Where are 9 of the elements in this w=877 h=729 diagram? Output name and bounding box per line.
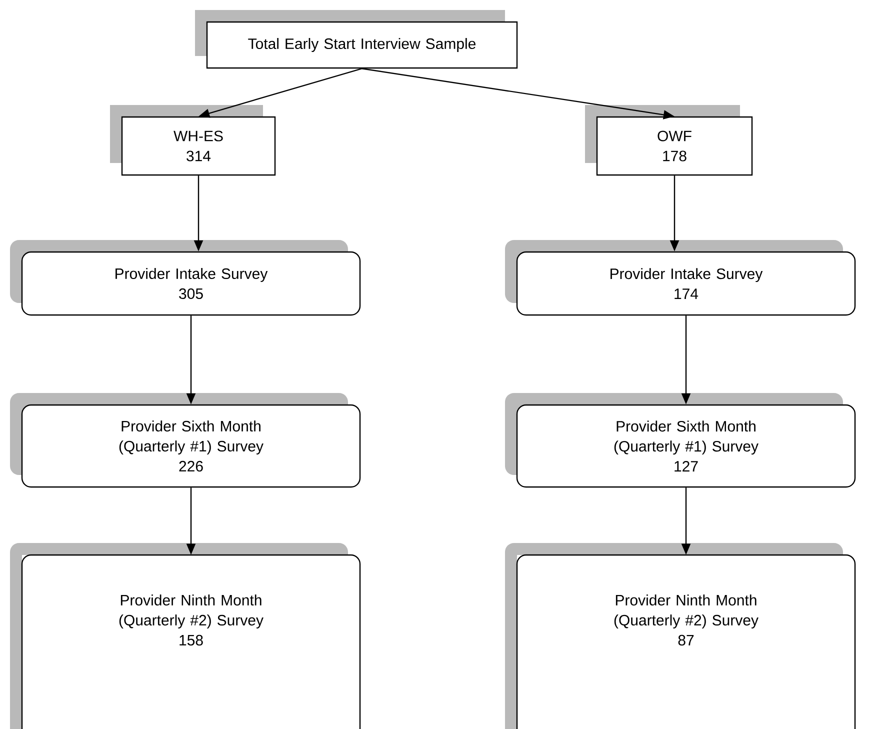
process-box: Provider Sixth Month (Quarterly #1) Survey 226 <box>10 393 361 488</box>
process-box: WH-ES 314 <box>110 105 276 176</box>
process-box: Provider Ninth Month (Quarterly #2) Survey 87 <box>505 543 856 729</box>
process-box: Provider Intake Survey 305 <box>10 240 361 316</box>
process-box: Provider Ninth Month (Quarterly #2) Survey 158 <box>10 543 361 729</box>
process-box: Provider Intake Survey 174 <box>505 240 856 316</box>
process-box: Provider Sixth Month (Quarterly #1) Survey 127 <box>505 393 856 488</box>
process-box: OWF 178 <box>585 105 753 176</box>
process-box: Total Early Start Interview Sample <box>195 10 518 69</box>
